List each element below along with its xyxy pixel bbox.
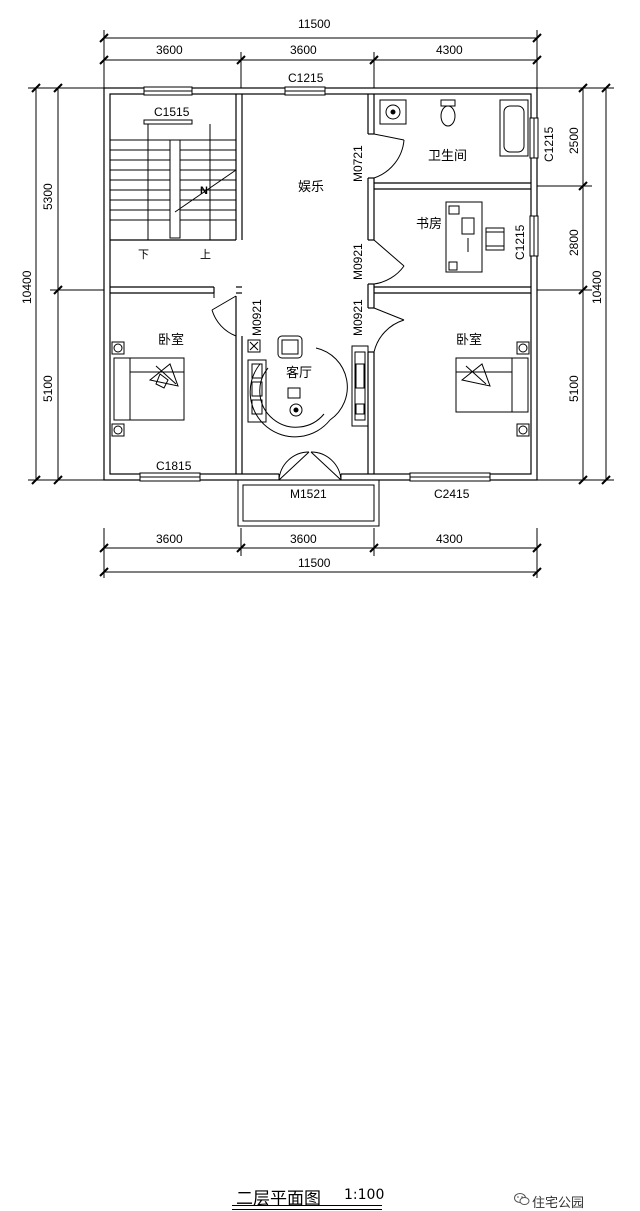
door-bed-right-label: M0921: [351, 299, 365, 336]
dim-col-1-top: 3600: [156, 43, 183, 57]
balcony: [237, 479, 380, 527]
floor-plan: 11500 3600 3600 4300 3600 3600 4300 1150…: [20, 17, 614, 578]
door-balcony-label: M1521: [290, 487, 327, 501]
door-study-label: M0921: [351, 243, 365, 280]
room-bedroom-left: 卧室: [158, 332, 184, 348]
dimension-right: [537, 83, 614, 485]
drawing-footer: 二层平面图 1:100 住宅公园: [0, 588, 640, 1211]
dimension-bottom: [99, 528, 542, 578]
stair-mark: N: [200, 185, 208, 197]
dimension-left: [28, 83, 104, 485]
bathroom-fixtures: [379, 99, 529, 157]
dim-col-2-top: 3600: [290, 43, 317, 57]
window-bath-label: C1215: [542, 126, 556, 162]
windows: [139, 86, 539, 482]
window-stair-label: C1515: [154, 105, 190, 119]
room-bathroom: 卫生间: [428, 149, 467, 164]
drawing-scale: 1:100: [344, 1187, 385, 1203]
dim-total-left: 10400: [20, 270, 34, 304]
watermark: 住宅公园: [532, 1196, 585, 1211]
dim-depth-2-left: 5100: [41, 375, 55, 402]
room-entertainment: 娱乐: [298, 180, 324, 195]
dim-total-top: 11500: [298, 17, 331, 31]
dim-depth-2-right: 2800: [567, 229, 581, 256]
window-study-label: C1215: [513, 224, 527, 260]
room-bedroom-right: 卧室: [456, 332, 482, 348]
wechat-icon: [514, 1193, 530, 1205]
room-living: 客厅: [286, 365, 312, 381]
doors: [211, 133, 405, 481]
dim-depth-3-right: 5100: [567, 375, 581, 402]
walls: [103, 87, 538, 481]
dim-col-2-bottom: 3600: [290, 532, 317, 546]
title-underline-2: [232, 1209, 382, 1210]
door-bed-left-label: M0921: [250, 299, 264, 336]
dim-col-3-top: 4300: [436, 43, 463, 57]
dimension-top: [99, 30, 542, 88]
door-bath-label: M0721: [351, 145, 365, 182]
bed-right: [455, 341, 530, 437]
stair-down-label: 下: [138, 249, 149, 261]
dim-total-right: 10400: [590, 270, 604, 304]
dim-total-bottom: 11500: [298, 556, 331, 570]
room-study: 书房: [416, 216, 442, 232]
window-top-center-label: C1215: [288, 71, 324, 85]
window-bed-left-label: C1815: [156, 459, 192, 473]
dim-col-1-bottom: 3600: [156, 532, 183, 546]
study-desk: [445, 201, 505, 273]
dim-depth-1-right: 2500: [567, 127, 581, 154]
window-bed-right-label: C2415: [434, 487, 470, 501]
title-underline: [232, 1205, 382, 1206]
staircase: [110, 119, 237, 240]
dim-depth-1-left: 5300: [41, 183, 55, 210]
dim-col-3-bottom: 4300: [436, 532, 463, 546]
stair-up-label: 上: [200, 248, 211, 261]
bed-left: [111, 341, 185, 437]
living-furniture: [247, 335, 369, 438]
